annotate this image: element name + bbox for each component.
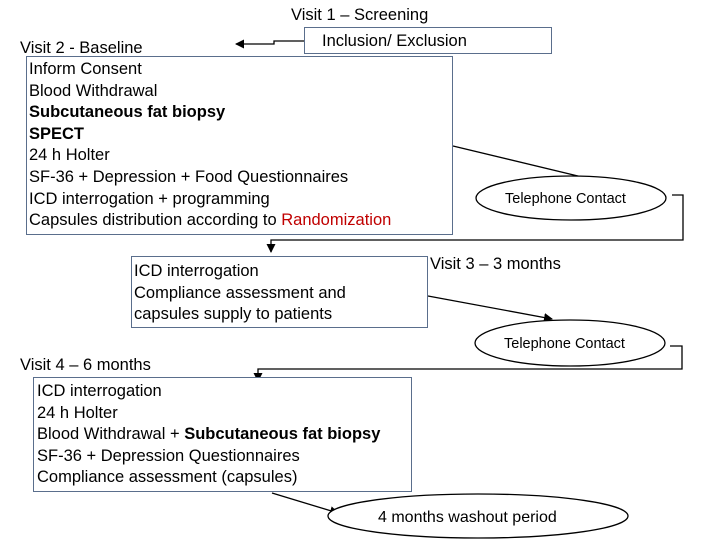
step-spect: SPECT — [29, 124, 85, 143]
connector-visit4-washout — [271, 492, 339, 515]
step-capsules-distribution: Capsules distribution according to Rando… — [29, 210, 391, 232]
step-holter-v4: 24 h Holter — [37, 403, 118, 422]
visit2-title: Visit 2 - Baseline — [20, 39, 143, 57]
visit3-title: Visit 3 – 3 months — [430, 255, 561, 273]
telephone-contact-1: Telephone Contact — [505, 191, 626, 207]
step-compliance-assessment-v4: Compliance assessment (capsules) — [37, 468, 298, 487]
visit1-title: Visit 1 – Screening — [291, 6, 429, 24]
visit4-box: ICD interrogation 24 h Holter Blood With… — [33, 377, 412, 492]
step-icd-programming: ICD interrogation + programming — [29, 189, 270, 208]
visit4-steps: ICD interrogation 24 h Holter Blood With… — [37, 381, 380, 489]
visit1-box — [304, 27, 552, 54]
step-subcutaneous-fat-biopsy: Subcutaneous fat biopsy — [29, 103, 226, 122]
visit2-steps: Inform Consent Blood Withdrawal Subcutan… — [29, 59, 391, 232]
blood-withdrawal-text-v4: Blood Withdrawal + — [37, 425, 185, 444]
step-inform-consent: Inform Consent — [29, 60, 142, 78]
telephone-contact-1-ellipse — [475, 175, 667, 221]
connector-visit1-visit2 — [235, 39, 304, 49]
connector-telephone1-visit3 — [266, 194, 684, 253]
telephone-contact-2-ellipse — [474, 319, 666, 367]
telephone-contact-2: Telephone Contact — [504, 336, 625, 352]
visit3-steps: ICD interrogation Compliance assessment … — [134, 261, 346, 326]
step-holter: 24 h Holter — [29, 146, 110, 165]
step-questionnaires-v4: SF-36 + Depression Questionnaires — [37, 446, 300, 465]
capsules-distribution-text: Capsules distribution according to — [29, 211, 282, 230]
connector-visit3-telephone2 — [427, 295, 553, 322]
step-blood-withdrawal: Blood Withdrawal — [29, 81, 158, 100]
step-compliance-assessment-v3: Compliance assessment and — [134, 283, 346, 302]
step-icd-interrogation-v3: ICD interrogation — [134, 262, 259, 280]
step-icd-interrogation-v4: ICD interrogation — [37, 382, 162, 400]
step-capsules-supply: capsules supply to patients — [134, 305, 333, 324]
washout-period: 4 months washout period — [378, 509, 557, 526]
step-questionnaires: SF-36 + Depression + Food Questionnaires — [29, 167, 349, 186]
inclusion-exclusion-label: Inclusion/ Exclusion — [322, 32, 467, 50]
visit3-box: ICD interrogation Compliance assessment … — [131, 256, 428, 328]
visit2-box: Inform Consent Blood Withdrawal Subcutan… — [26, 56, 453, 235]
randomization-text: Randomization — [281, 211, 392, 230]
subcutaneous-fat-biopsy-text-v4: Subcutaneous fat biopsy — [184, 425, 381, 444]
step-blood-withdrawal-biopsy-v4: Blood Withdrawal + Subcutaneous fat biop… — [37, 424, 380, 446]
visit4-title: Visit 4 – 6 months — [20, 356, 151, 374]
washout-ellipse — [327, 493, 629, 539]
connector-telephone2-visit4 — [253, 345, 683, 382]
